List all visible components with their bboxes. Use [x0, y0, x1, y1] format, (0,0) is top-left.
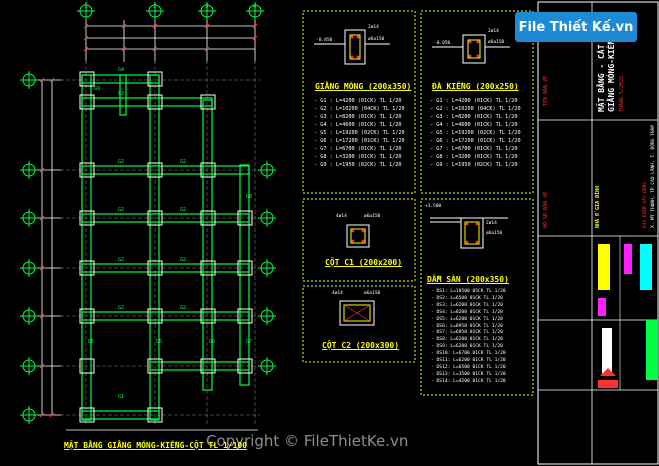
dim-text: -0.850: [316, 38, 333, 43]
dim-text: 4ø14: [336, 214, 347, 219]
list-item: - G2 : L=10200 (04CK) TL 1/20: [430, 106, 521, 112]
list-item: - G6 : L=17200 (01CK) TL 1/20: [314, 138, 405, 144]
list-item: - G4 : L=4600 (01CK) TL 1/20: [430, 122, 518, 128]
list-item: - G3 : L=8200 (01CK) TL 1/20: [430, 114, 518, 120]
drawing-date: THÁNG 5/2022: [619, 75, 625, 112]
axis-label: 2: [153, 3, 157, 10]
list-item: - G4 : L=4600 (01CK) TL 1/20: [314, 122, 402, 128]
plan-view: [20, 2, 276, 431]
list-item: - DS10: L=6700 01CK TL 1/20: [431, 351, 506, 357]
brand-logo: File Thiết Kế.vn: [515, 12, 637, 42]
title-block-frame: [537, 1, 659, 465]
da-kieng-list: - G1 : L=4200 (01CK) TL 1/20 - G2 : L=10…: [430, 97, 521, 169]
beam-label: G2: [180, 207, 187, 213]
dim-text: ø6a150: [364, 214, 381, 219]
cot-c1-title: CỘT C1 (200x200): [325, 258, 403, 267]
list-item: - DS12: L=6500 01CK TL 1/20: [431, 364, 506, 370]
beam-label: G2: [180, 257, 187, 263]
list-item: - DS2: L=6500 01CK TL 1/20: [431, 295, 503, 301]
dam-san-title: DẦM SÀN (200x350): [427, 275, 509, 284]
list-item: - DS4: L=8200 01CK TL 1/20: [431, 309, 503, 315]
drawing-title: MẶT BẰNG GIẰNG MÓNG-KIỀNG-CỘT TL 1/100: [64, 441, 248, 450]
list-item: - G2 : L=10200 (04CK) TL 1/20: [314, 106, 405, 112]
beam-label: G6: [209, 339, 216, 345]
list-item: - DS9: L=6200 01CK TL 1/20: [431, 344, 503, 350]
dim-text: ø6a150: [368, 37, 385, 42]
list-item: - DS7: L=6950 01CK TL 1/20: [431, 330, 503, 336]
beam-label: G5: [88, 339, 95, 345]
dim-text: -0.050: [434, 41, 451, 46]
list-item: - G8 : L=3200 (01CK) TL 1/20: [430, 154, 518, 160]
dim-text: ø6a150: [364, 291, 381, 296]
beam-label: G3: [118, 91, 125, 97]
da-kieng-title: ĐÀ KIỀNG (200x250): [432, 82, 519, 91]
beam-label: G5: [156, 339, 163, 345]
list-item: - G1 : L=4200 (01CK) TL 1/20: [314, 98, 402, 104]
dim-text: ø6a150: [486, 231, 503, 236]
beam-label: G2: [118, 305, 125, 311]
axis-label: 1: [84, 3, 88, 10]
dim-text: 4ø14: [332, 291, 343, 296]
list-item: - DS8: L=6200 01CK TL 1/20: [431, 337, 503, 343]
beam-label: G2: [180, 305, 187, 311]
giang-mong-title: GIẰNG MÓNG (200x350): [315, 82, 412, 91]
list-item: - G7 : L=6700 (01CK) TL 1/20: [314, 146, 402, 152]
label-owner: HỒ SƠ BẢN VẼ: [543, 191, 549, 228]
list-item: - DS14: L=4200 01CK TL 1/20: [431, 378, 506, 384]
axis-label: 4: [253, 3, 257, 10]
beam-label: G4: [118, 67, 125, 73]
location-text: X. MỸ THẠNH, TP.CAO LÃNH, T. ĐỒNG THÁP: [651, 125, 656, 228]
section-sketches: [314, 29, 510, 326]
list-item: - G9 : L=1950 (02CK) TL 1/20: [430, 162, 518, 168]
copyright-watermark: Copyright © FileThietKe.vn: [206, 432, 409, 450]
beam-label: G2: [180, 159, 187, 165]
list-item: - DS5: L=6200 01CK TL 1/20: [431, 316, 503, 322]
giang-mong-list: - G1 : L=4200 (01CK) TL 1/20 - G2 : L=10…: [314, 97, 405, 169]
beam-label: G9: [94, 86, 101, 92]
cot-c2-title: CỘT C2 (200x300): [322, 341, 400, 350]
axis-label: 3: [205, 3, 209, 10]
beam-label: G7: [246, 339, 253, 345]
list-item: - DS6: L=8950 01CK TL 1/20: [431, 323, 503, 329]
dim-text: 2ø14: [488, 29, 499, 34]
dim-text: 2ø14: [368, 25, 379, 30]
label-location: ĐỊA ĐIỂM XÂY DỰNG: [643, 181, 648, 228]
list-item: - G3 : L=8200 (01CK) TL 1/20: [314, 114, 402, 120]
beam-label: G2: [118, 257, 125, 263]
list-item: - G8 : L=3200 (01CK) TL 1/20: [314, 154, 402, 160]
dam-san-list: - DS1: L=10500 05CK TL 1/20 - DS2: L=650…: [431, 289, 506, 386]
label-drawing-name: TÊN BẢN VẼ: [543, 75, 549, 106]
list-item: - DS11: L=6200 01CK TL 1/20: [431, 358, 506, 364]
list-item: - G5 : L=19200 (02CK) TL 1/20: [314, 130, 405, 136]
dim-text: 2ø14: [486, 221, 497, 226]
beam-label: G2: [118, 207, 125, 213]
dim-text: +3.500: [425, 204, 442, 209]
brand-text: File Thiết Kế.vn: [518, 19, 634, 35]
owner-name: NHÀ Ở GIA ĐÌNH: [595, 185, 601, 228]
beam-label: G8: [246, 194, 253, 200]
dim-text: ø6a150: [488, 40, 505, 45]
list-item: - DS13: L=3500 01CK TL 1/20: [431, 371, 506, 377]
list-item: - DS3: L=6200 01CK TL 1/20: [431, 302, 503, 308]
beam-label: G2: [118, 159, 125, 165]
beam-label: G1: [118, 394, 125, 400]
list-item: - G6 : L=17200 (01CK) TL 1/20: [430, 138, 521, 144]
list-item: - DS1: L=10500 05CK TL 1/20: [431, 289, 506, 294]
list-item: - G1 : L=4200 (01CK) TL 1/20: [430, 98, 518, 104]
drawing-name-line-1: MẶT BẰNG - CẮT: [597, 44, 606, 112]
list-item: - G7 : L=6700 (01CK) TL 1/20: [430, 146, 518, 152]
list-item: - G5 : L=19200 (02CK) TL 1/20: [430, 130, 521, 136]
panel-frames: [302, 10, 534, 396]
list-item: - G9 : L=1950 (02CK) TL 1/20: [314, 162, 402, 168]
